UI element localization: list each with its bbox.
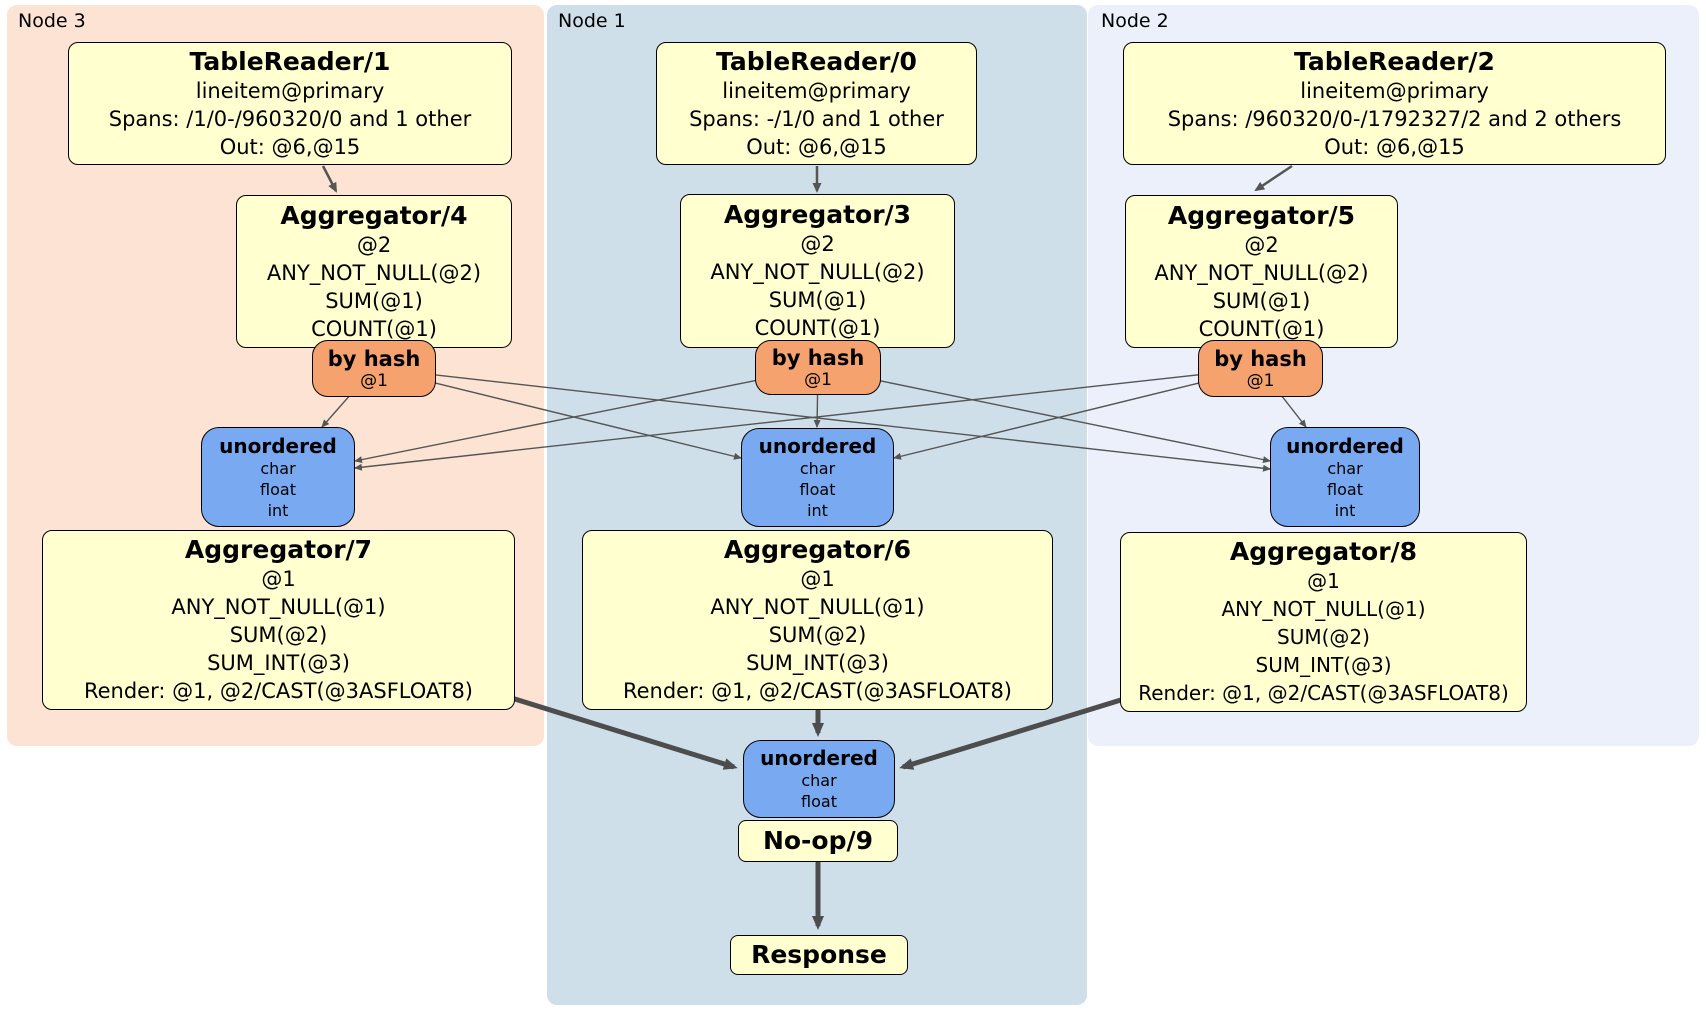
processor-aggregator-4: Aggregator/4 @2 ANY_NOT_NULL(@2) SUM(@1)… [236,195,512,348]
processor-line: lineitem@primary [1300,78,1489,103]
processor-line: Render: @1, @2/CAST(@3ASFLOAT8) [1138,681,1509,705]
router-line: @1 [1246,370,1275,391]
synchronizer-line: int [1334,500,1356,520]
edge-aggregator8-final-unordered [899,685,1161,770]
processor-title: Aggregator/4 [280,200,468,230]
processor-line: @2 [356,232,392,257]
synchronizer-title: unordered [1286,433,1404,458]
synchronizer-title: unordered [219,433,337,458]
synchronizer-title: unordered [760,746,878,770]
processor-line: SUM_INT(@3) [746,651,889,675]
processor-line: ANY_NOT_NULL(@1) [1221,597,1426,621]
synchronizer-line: char [801,771,837,790]
router-byhash-node1: by hash @1 [755,340,881,395]
processor-aggregator-5: Aggregator/5 @2 ANY_NOT_NULL(@2) SUM(@1)… [1125,195,1398,348]
synchronizer-line: char [799,459,836,478]
processor-title: TableReader/0 [716,46,917,76]
processor-line: Spans: /1/0-/960320/0 and 1 other [108,106,472,131]
router-title: by hash [327,346,421,371]
processor-aggregator-6: Aggregator/6 @1 ANY_NOT_NULL(@1) SUM(@2)… [582,530,1053,710]
synchronizer-title: unordered [758,434,877,458]
synchronizer-unordered-final: unordered char float [743,740,895,818]
processor-line: SUM_INT(@3) [1255,653,1392,677]
processor-line: ANY_NOT_NULL(@2) [266,260,482,285]
synchronizer-line: float [1327,479,1363,499]
synchronizer-line: char [1327,458,1363,478]
router-byhash-node2: by hash @1 [1198,340,1323,397]
synchronizer-line: float [801,792,837,811]
processor-line: @1 [800,567,835,591]
synchronizer-line: int [807,501,828,520]
processor-line: Spans: -/1/0 and 1 other [689,106,944,131]
edge-tablereader1-aggregator4 [321,165,338,193]
processor-line: Render: @1, @2/CAST(@3ASFLOAT8) [83,679,474,703]
processor-title: Aggregator/3 [723,200,912,229]
processor-aggregator-3: Aggregator/3 @2 ANY_NOT_NULL(@2) SUM(@1)… [680,194,955,348]
processor-line: SUM(@1) [768,288,867,312]
synchronizer-unordered-node2: unordered char float int [1270,427,1420,527]
processor-title: Aggregator/5 [1167,200,1356,230]
synchronizer-line: char [260,458,296,478]
router-line: @1 [360,370,388,391]
synchronizer-unordered-node1: unordered char float int [741,428,894,527]
edge-byhash2-unordered3 [354,367,1261,471]
processor-line: COUNT(@1) [1198,316,1325,341]
edge-byhash1-unordered2 [817,367,1271,464]
processor-line: SUM(@2) [768,623,867,647]
processor-line: Out: @6,@15 [219,134,361,159]
processor-line: ANY_NOT_NULL(@2) [710,260,925,284]
processor-aggregator-8: Aggregator/8 @1 ANY_NOT_NULL(@1) SUM(@2)… [1120,532,1527,712]
processor-tablereader-0: TableReader/0 lineitem@primary Spans: -/… [656,42,977,165]
synchronizer-unordered-node3: unordered char float int [201,427,355,527]
processor-line: Out: @6,@15 [746,134,887,159]
processor-line: @2 [800,232,835,256]
processor-response: Response [730,935,908,975]
processor-line: lineitem@primary [195,78,385,103]
processor-title: Response [751,940,887,969]
router-title: by hash [1214,346,1307,371]
processor-line: @1 [1307,569,1340,593]
processor-line: @2 [1244,232,1279,257]
processor-line: ANY_NOT_NULL(@2) [1154,260,1369,285]
edge-byhash3-unordered2 [373,367,1271,472]
router-byhash-node3: by hash @1 [312,340,436,397]
processor-line: SUM(@2) [1277,625,1370,649]
processor-line: @1 [261,567,296,591]
processor-line: COUNT(@1) [754,316,881,340]
processor-line: SUM(@1) [325,288,423,313]
processor-line: Out: @6,@15 [1324,134,1465,159]
processor-line: ANY_NOT_NULL(@1) [710,595,925,619]
processor-title: Aggregator/8 [1229,537,1418,566]
synchronizer-line: float [260,479,296,499]
processor-line: Render: @1, @2/CAST(@3ASFLOAT8) [622,679,1013,703]
edge-byhash1-unordered3 [354,367,819,464]
processor-tablereader-2: TableReader/2 lineitem@primary Spans: /9… [1123,42,1666,165]
region-label-node3: Node 3 [18,10,86,32]
processor-line: SUM_INT(@3) [207,651,350,675]
processor-title: TableReader/1 [189,46,391,76]
processor-aggregator-7: Aggregator/7 @1 ANY_NOT_NULL(@1) SUM(@2)… [42,530,515,710]
region-label-node1: Node 1 [558,10,626,32]
processor-title: No-op/9 [762,826,874,855]
processor-tablereader-1: TableReader/1 lineitem@primary Spans: /1… [68,42,512,165]
processor-line: lineitem@primary [722,78,911,103]
processor-title: Aggregator/7 [184,535,373,564]
synchronizer-line: int [267,500,289,520]
processor-line: Spans: /960320/0-/1792327/2 and 2 others [1167,106,1622,131]
router-title: by hash [771,345,865,370]
processor-line: SUM(@2) [229,623,328,647]
synchronizer-line: float [799,480,836,499]
processor-line: SUM(@1) [1212,288,1311,313]
region-label-node2: Node 2 [1101,10,1169,32]
processor-noop-9: No-op/9 [738,820,898,862]
processor-title: TableReader/2 [1294,46,1495,76]
edge-tablereader2-aggregator5 [1254,164,1293,192]
processor-line: ANY_NOT_NULL(@1) [171,595,386,619]
processor-title: Aggregator/6 [723,535,912,564]
processor-line: COUNT(@1) [311,316,437,341]
router-line: @1 [804,369,832,390]
